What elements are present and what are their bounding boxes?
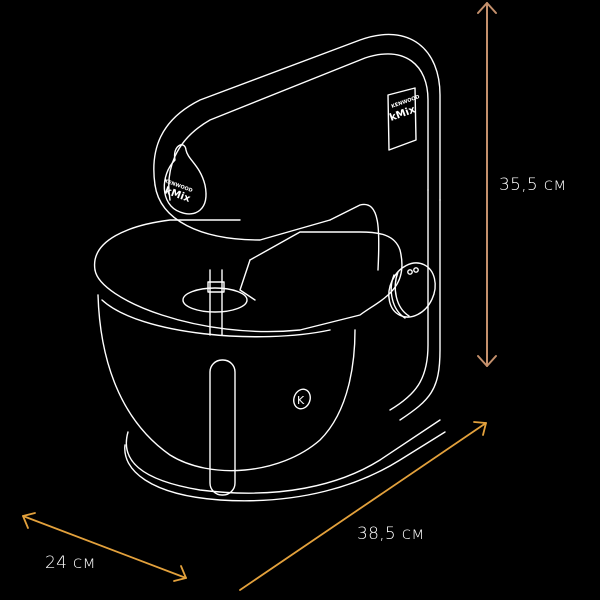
mixer-body [329,189,441,421]
depth-label: 24 см [45,553,96,573]
head-logo-badge: KENWOOD kMix [163,144,207,215]
mixer-head [153,33,441,241]
mixing-bowl: K [97,294,356,496]
splash-guard [94,219,403,333]
side-logo-badge: KENWOOD kMix [387,87,421,151]
width-dimension-arrow [239,421,487,591]
bowl-k-emblem: K [297,394,305,407]
width-label: 38,5 см [357,524,425,544]
mixer-base [124,419,446,502]
beater-attachment [182,269,248,336]
speed-dial [388,262,436,319]
depth-dimension-arrow [22,512,187,582]
height-dimension-arrow [477,2,497,367]
height-label: 35,5 см [499,175,567,195]
